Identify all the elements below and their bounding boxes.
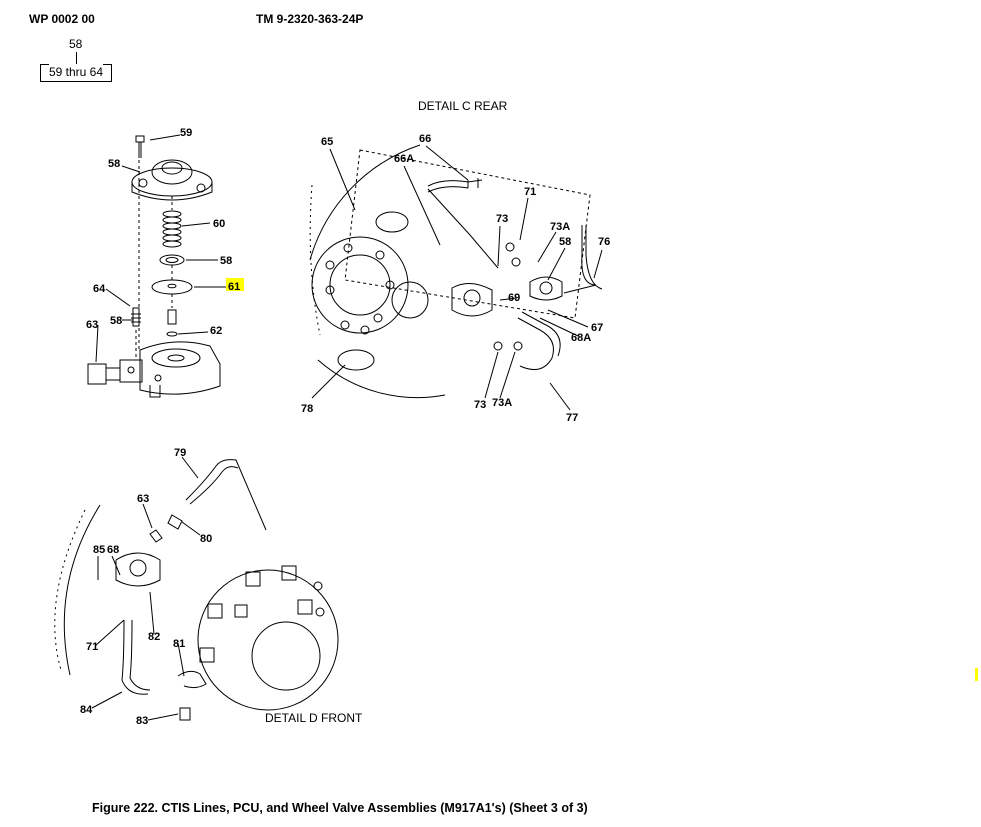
callout-68a: 68A (571, 332, 591, 344)
callout-71-rear: 71 (524, 186, 536, 198)
work-package-number: WP 0002 00 (29, 12, 95, 26)
callout-61: 61 (228, 281, 240, 293)
callout-79: 79 (174, 447, 186, 459)
callout-73a-rear-bottom: 73A (492, 397, 512, 409)
callout-73-rear-bottom: 73 (474, 399, 486, 411)
callout-85: 85 (93, 544, 105, 556)
callout-66a: 66A (394, 153, 414, 165)
callout-76: 76 (598, 236, 610, 248)
figure-caption: Figure 222. CTIS Lines, PCU, and Wheel V… (92, 801, 588, 815)
callout-80: 80 (200, 533, 212, 545)
callout-61-highlight (226, 278, 244, 291)
callout-69: 69 (508, 292, 520, 304)
locator-range: 59 thru 64 (40, 64, 112, 82)
callout-58-side: 58 (110, 315, 122, 327)
technical-manual-number: TM 9-2320-363-24P (256, 12, 364, 26)
callout-68-front: 68 (107, 544, 119, 556)
callout-59: 59 (180, 127, 192, 139)
callout-81: 81 (173, 638, 185, 650)
callout-58-washer: 58 (220, 255, 232, 267)
callout-73-rear-top: 73 (496, 213, 508, 225)
callout-67: 67 (591, 322, 603, 334)
callout-62: 62 (210, 325, 222, 337)
callout-66: 66 (419, 133, 431, 145)
callout-73a-rear-top: 73A (550, 221, 570, 233)
callout-60: 60 (213, 218, 225, 230)
callout-65: 65 (321, 136, 333, 148)
callout-78: 78 (301, 403, 313, 415)
callout-58-top: 58 (108, 158, 120, 170)
page-margin-marker (975, 668, 978, 681)
callout-63: 63 (86, 319, 98, 331)
detail-c-rear-title: DETAIL C REAR (418, 99, 508, 113)
callout-63-front: 63 (137, 493, 149, 505)
detail-d-front-title: DETAIL D FRONT (265, 711, 363, 725)
callout-83: 83 (136, 715, 148, 727)
callout-84: 84 (80, 704, 93, 716)
pcu-exploded-view (87, 134, 226, 398)
detail-c-rear-view (309, 144, 603, 411)
detail-d-front-view (54, 456, 339, 721)
callout-82: 82 (148, 631, 160, 643)
callout-64: 64 (93, 283, 106, 295)
locator-connector (76, 52, 77, 64)
callout-77: 77 (566, 412, 578, 424)
callout-71-front: 71 (86, 641, 98, 653)
callout-58-rear: 58 (559, 236, 571, 248)
locator-parent: 58 (69, 37, 83, 51)
